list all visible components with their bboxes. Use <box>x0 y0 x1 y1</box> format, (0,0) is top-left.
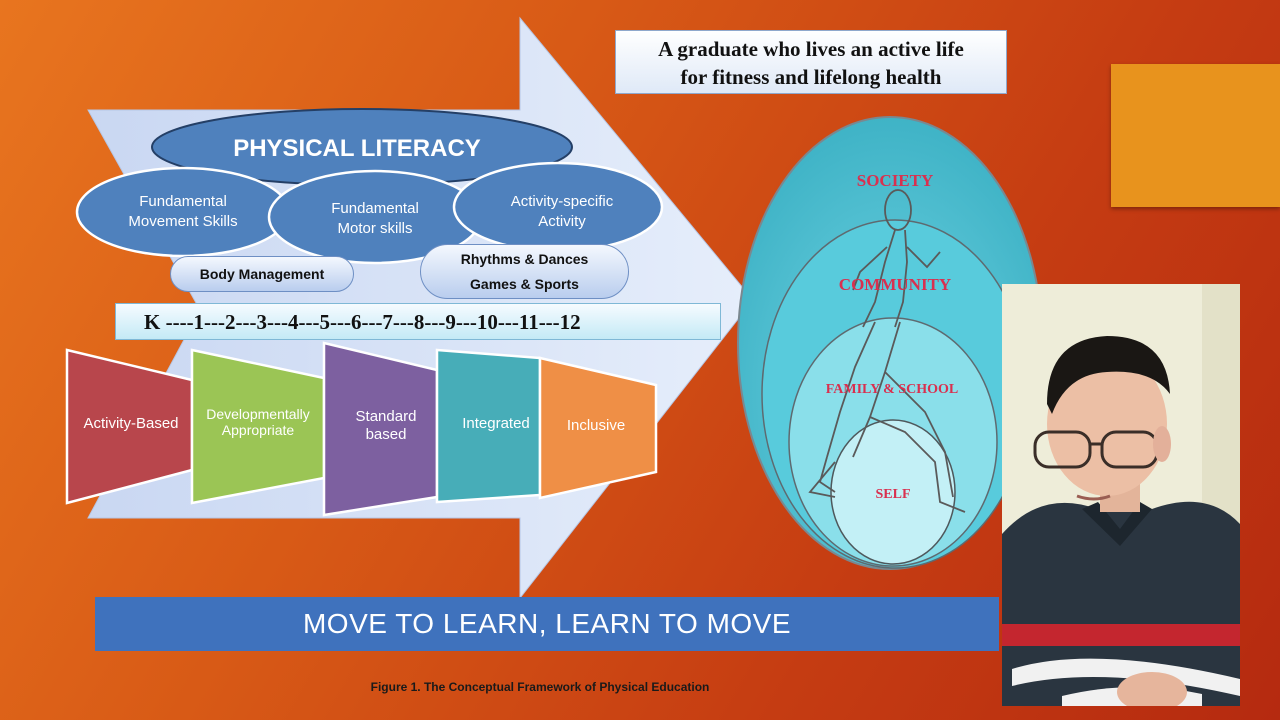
body-management-label: Body Management <box>170 256 354 292</box>
presenter-video <box>1002 284 1240 706</box>
principle-label-activity: Activity-Based <box>83 415 178 432</box>
runner-figure-icon <box>808 189 966 513</box>
goal-line-2: for fitness and lifelong health <box>680 65 942 89</box>
figure-caption: Figure 1. The Conceptual Framework of Ph… <box>370 680 710 694</box>
accent-square <box>1111 64 1280 207</box>
circle-self <box>830 419 956 565</box>
principle-blocks: Activity-Based Developmentally Appropria… <box>65 341 658 517</box>
games-sports-text: Games & Sports <box>470 276 579 292</box>
oval-movement-line1: Fundamental <box>139 193 227 210</box>
label-community: COMMUNITY <box>839 275 951 294</box>
rhythms-dances-text: Rhythms & Dances <box>460 251 589 267</box>
oval-motor-line1: Fundamental <box>331 200 419 217</box>
principle-label-integrated: Integrated <box>462 415 530 432</box>
oval-activity-line2: Activity <box>538 213 586 230</box>
oval-movement-line2: Movement Skills <box>128 213 237 230</box>
label-family-school: FAMILY & SCHOOL <box>826 382 959 397</box>
graduate-goal-box: A graduate who lives an active life for … <box>615 30 1007 94</box>
oval-activity-line1: Activity-specific <box>511 193 614 210</box>
principle-label-inclusive: Inclusive <box>567 417 625 434</box>
principle-label-std-2: based <box>366 426 407 443</box>
principle-inclusive <box>538 356 658 500</box>
principle-label-std-1: Standard <box>356 408 417 425</box>
rhythms-games-label: Rhythms & Dances Games & Sports <box>420 244 629 299</box>
physical-literacy-ovals: PHYSICAL LITERACY Fundamental Movement S… <box>75 108 664 265</box>
principle-label-dev-2: Appropriate <box>222 422 295 438</box>
physical-literacy-title: PHYSICAL LITERACY <box>233 135 481 162</box>
principle-label-dev-1: Developmentally <box>206 406 310 422</box>
motto-banner: MOVE TO LEARN, LEARN TO MOVE <box>95 597 999 651</box>
oval-motor-line2: Motor skills <box>337 220 412 237</box>
webcam-overlay <box>1002 284 1240 706</box>
label-society: SOCIETY <box>857 171 934 190</box>
label-self: SELF <box>875 487 910 502</box>
goal-line-1: A graduate who lives an active life <box>658 37 964 61</box>
grade-level-scale: K ----1---2---3---4---5---6---7---8---9-… <box>115 303 721 340</box>
